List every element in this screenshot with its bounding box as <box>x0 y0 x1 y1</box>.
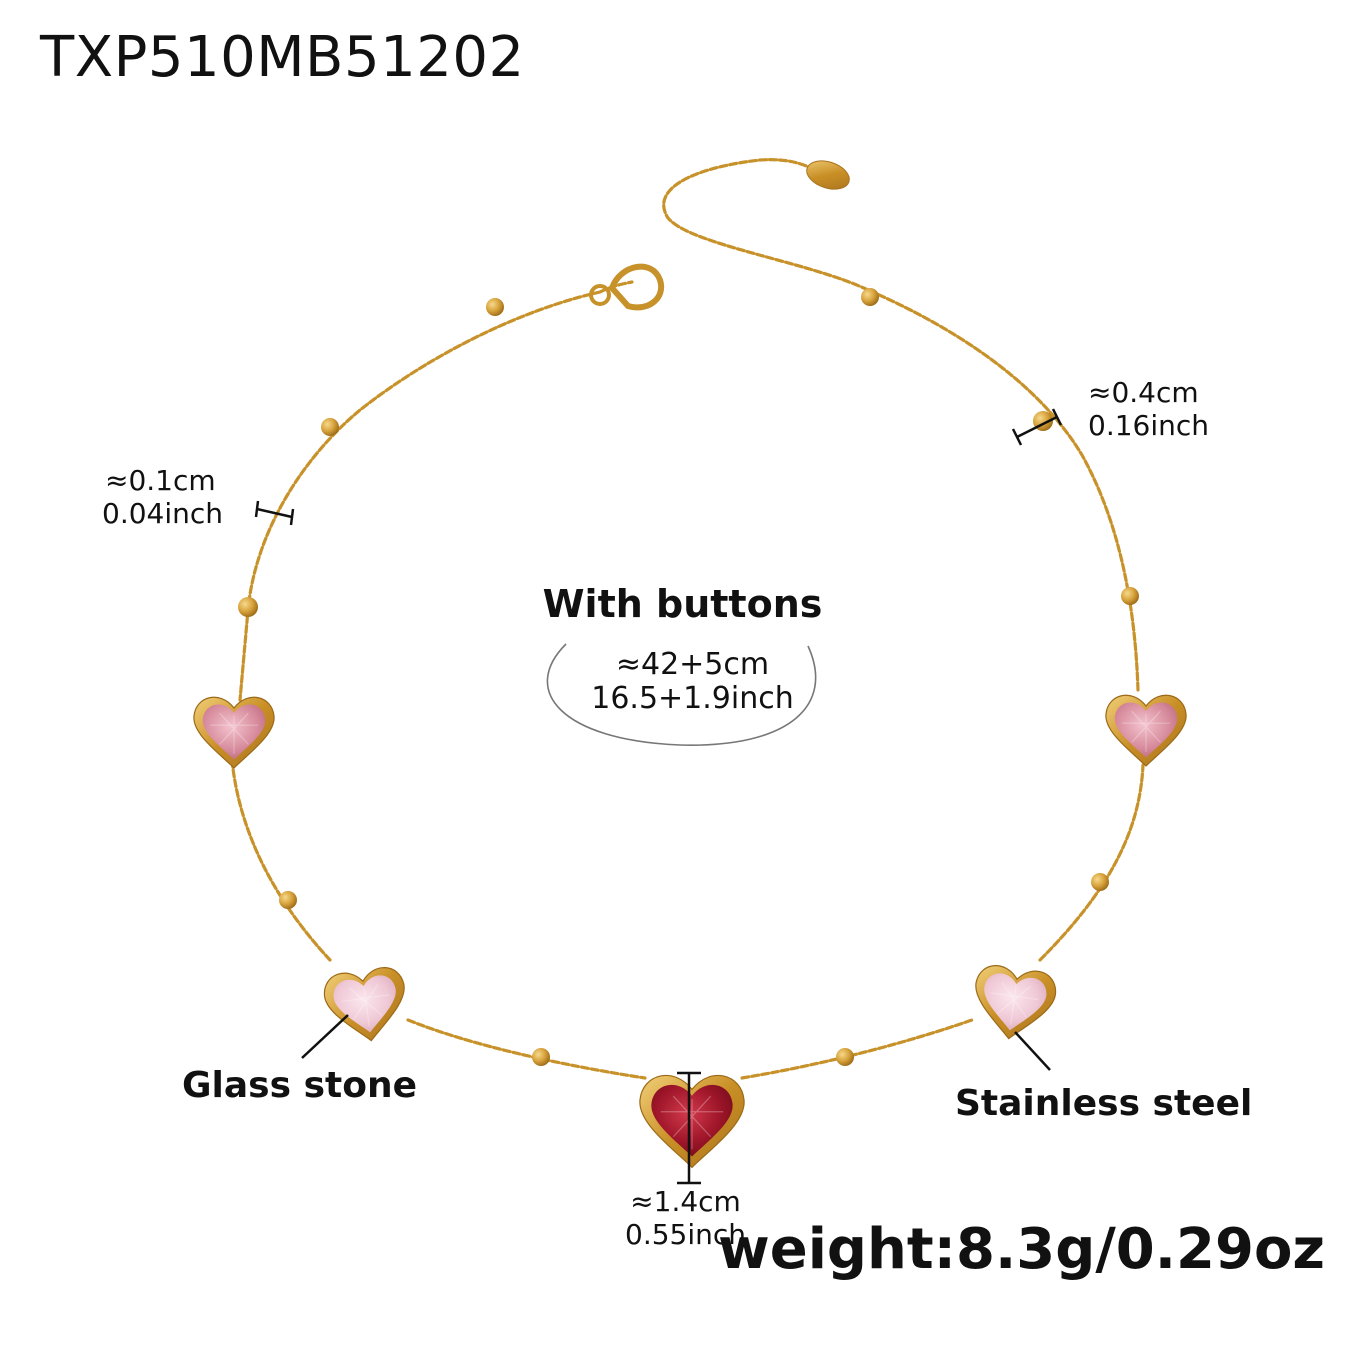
heart-pendants <box>193 694 1187 1169</box>
chain <box>230 158 1145 1080</box>
measure-markers <box>254 408 1063 1185</box>
heart-pendant-left-upper <box>193 696 275 769</box>
chain-extender <box>662 158 870 292</box>
length-inch: 16.5+1.9inch <box>591 681 794 716</box>
center-ellipse <box>546 643 817 746</box>
bead-size-label: ≈0.4cm 0.16inch <box>1088 376 1209 442</box>
heart-stone <box>1114 702 1178 758</box>
heart-pendant-left-lower <box>323 967 405 1042</box>
bead <box>1091 873 1109 891</box>
bead <box>1121 587 1139 605</box>
center-length: ≈42+5cm 16.5+1.9inch <box>0 648 1350 716</box>
chain-width-inch: 0.04inch <box>102 497 224 530</box>
bead <box>321 418 339 436</box>
bead <box>861 288 879 306</box>
chain-width-label: ≈0.1cm 0.04inch <box>102 464 223 530</box>
bead-size-inch: 0.16inch <box>1088 409 1210 442</box>
pendant-height-label: ≈1.4cm 0.55inch <box>625 1185 746 1251</box>
heart-facets <box>210 712 258 754</box>
chain-left-upper <box>238 290 602 702</box>
heart-stone <box>333 975 396 1033</box>
chain-clasp-link <box>598 280 634 294</box>
heart-stone <box>202 704 266 760</box>
heart-stone <box>651 1084 733 1157</box>
chain-right-bottom <box>740 1018 974 1080</box>
heart-pendant-right-upper <box>1105 694 1187 767</box>
bead <box>532 1048 550 1066</box>
length-cm: ≈42+5cm <box>615 647 770 682</box>
material-stone-label: Glass stone <box>182 1065 417 1106</box>
chain-right-lower <box>1038 763 1145 962</box>
pendant-height-inch: 0.55inch <box>625 1218 747 1251</box>
heart-facets <box>990 982 1039 1025</box>
pointer-lines <box>301 1014 1051 1071</box>
chain-width-marker <box>254 500 295 526</box>
chain-left-lower <box>230 758 332 962</box>
lobster-clasp <box>589 263 665 311</box>
bead <box>486 298 504 316</box>
bead-size-marker <box>1011 408 1063 446</box>
extender-tag <box>806 160 850 190</box>
heart-pendant-center <box>639 1074 745 1169</box>
heart-facets <box>341 984 390 1027</box>
chain-left-bottom <box>406 1018 647 1080</box>
chain-right-upper <box>866 288 1140 692</box>
beads <box>238 288 1139 1066</box>
product-sku: TXP510MB51202 <box>40 25 525 90</box>
bead-size-cm: ≈0.4cm <box>1088 376 1199 409</box>
heart-facets <box>1122 710 1170 752</box>
product-weight: weight:8.3g/0.29oz <box>718 1217 1326 1282</box>
bead <box>836 1048 854 1066</box>
bead <box>279 891 297 909</box>
chain-width-cm: ≈0.1cm <box>105 464 216 497</box>
bead <box>238 597 258 617</box>
pendant-height-marker <box>677 1071 701 1185</box>
material-metal-label: Stainless steel <box>955 1083 1253 1124</box>
pendant-height-cm: ≈1.4cm <box>630 1185 741 1218</box>
heart-stone <box>984 973 1047 1031</box>
center-title: With buttons <box>542 582 823 626</box>
heart-pendant-right-lower <box>975 965 1057 1040</box>
heart-facets <box>660 1095 724 1150</box>
